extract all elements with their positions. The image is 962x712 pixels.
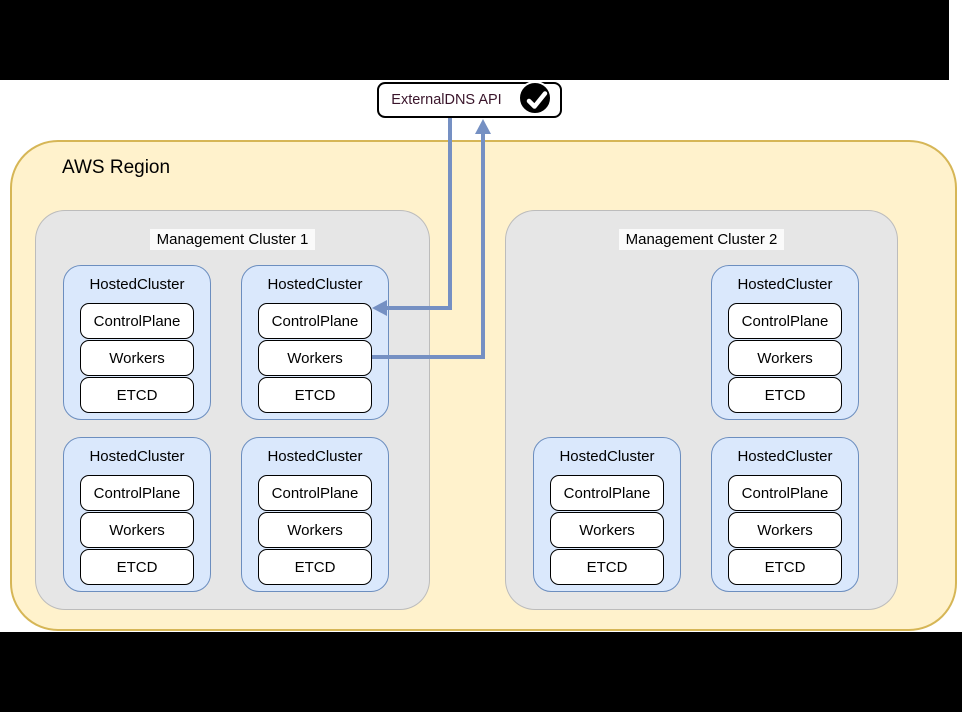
workers-box: Workers xyxy=(550,512,664,548)
controlplane-box: ControlPlane xyxy=(258,303,372,339)
workers-box: Workers xyxy=(258,512,372,548)
workers-box: Workers xyxy=(258,340,372,376)
etcd-box: ETCD xyxy=(550,549,664,585)
etcd-box: ETCD xyxy=(258,377,372,413)
controlplane-box: ControlPlane xyxy=(258,475,372,511)
etcd-box: ETCD xyxy=(80,549,194,585)
controlplane-box: ControlPlane xyxy=(728,475,842,511)
hosted-cluster-title: HostedCluster xyxy=(737,448,833,465)
hosted-cluster-mc2-bottom-left: HostedCluster ControlPlane Workers ETCD xyxy=(533,437,681,592)
workers-box: Workers xyxy=(728,340,842,376)
etcd-box: ETCD xyxy=(80,377,194,413)
hosted-cluster-title: HostedCluster xyxy=(89,448,185,465)
externaldns-api-label: ExternalDNS API xyxy=(391,92,502,108)
hosted-cluster-mc1-top-left: HostedCluster ControlPlane Workers ETCD xyxy=(63,265,211,420)
workers-box: Workers xyxy=(80,340,194,376)
etcd-box: ETCD xyxy=(258,549,372,585)
controlplane-box: ControlPlane xyxy=(728,303,842,339)
management-cluster-2-label: Management Cluster 2 xyxy=(506,229,897,250)
workers-box: Workers xyxy=(80,512,194,548)
top-letterbox-bar xyxy=(0,0,949,80)
hosted-cluster-title: HostedCluster xyxy=(267,448,363,465)
controlplane-box: ControlPlane xyxy=(80,303,194,339)
hosted-cluster-mc1-bottom-right: HostedCluster ControlPlane Workers ETCD xyxy=(241,437,389,592)
check-icon xyxy=(518,81,552,115)
hosted-cluster-title: HostedCluster xyxy=(89,276,185,293)
hosted-cluster-title: HostedCluster xyxy=(267,276,363,293)
workers-box: Workers xyxy=(728,512,842,548)
bottom-letterbox-bar xyxy=(0,632,962,712)
etcd-box: ETCD xyxy=(728,377,842,413)
aws-region-label: AWS Region xyxy=(62,157,171,178)
externaldns-api-node: ExternalDNS API xyxy=(377,81,562,118)
etcd-box: ETCD xyxy=(728,549,842,585)
controlplane-box: ControlPlane xyxy=(80,475,194,511)
hosted-cluster-mc1-top-right: HostedCluster ControlPlane Workers ETCD xyxy=(241,265,389,420)
hosted-cluster-title: HostedCluster xyxy=(737,276,833,293)
hosted-cluster-title: HostedCluster xyxy=(559,448,655,465)
management-cluster-1-label: Management Cluster 1 xyxy=(36,229,429,250)
controlplane-box: ControlPlane xyxy=(550,475,664,511)
hosted-cluster-mc1-bottom-left: HostedCluster ControlPlane Workers ETCD xyxy=(63,437,211,592)
hosted-cluster-mc2-top-right: HostedCluster ControlPlane Workers ETCD xyxy=(711,265,859,420)
hosted-cluster-mc2-bottom-right: HostedCluster ControlPlane Workers ETCD xyxy=(711,437,859,592)
